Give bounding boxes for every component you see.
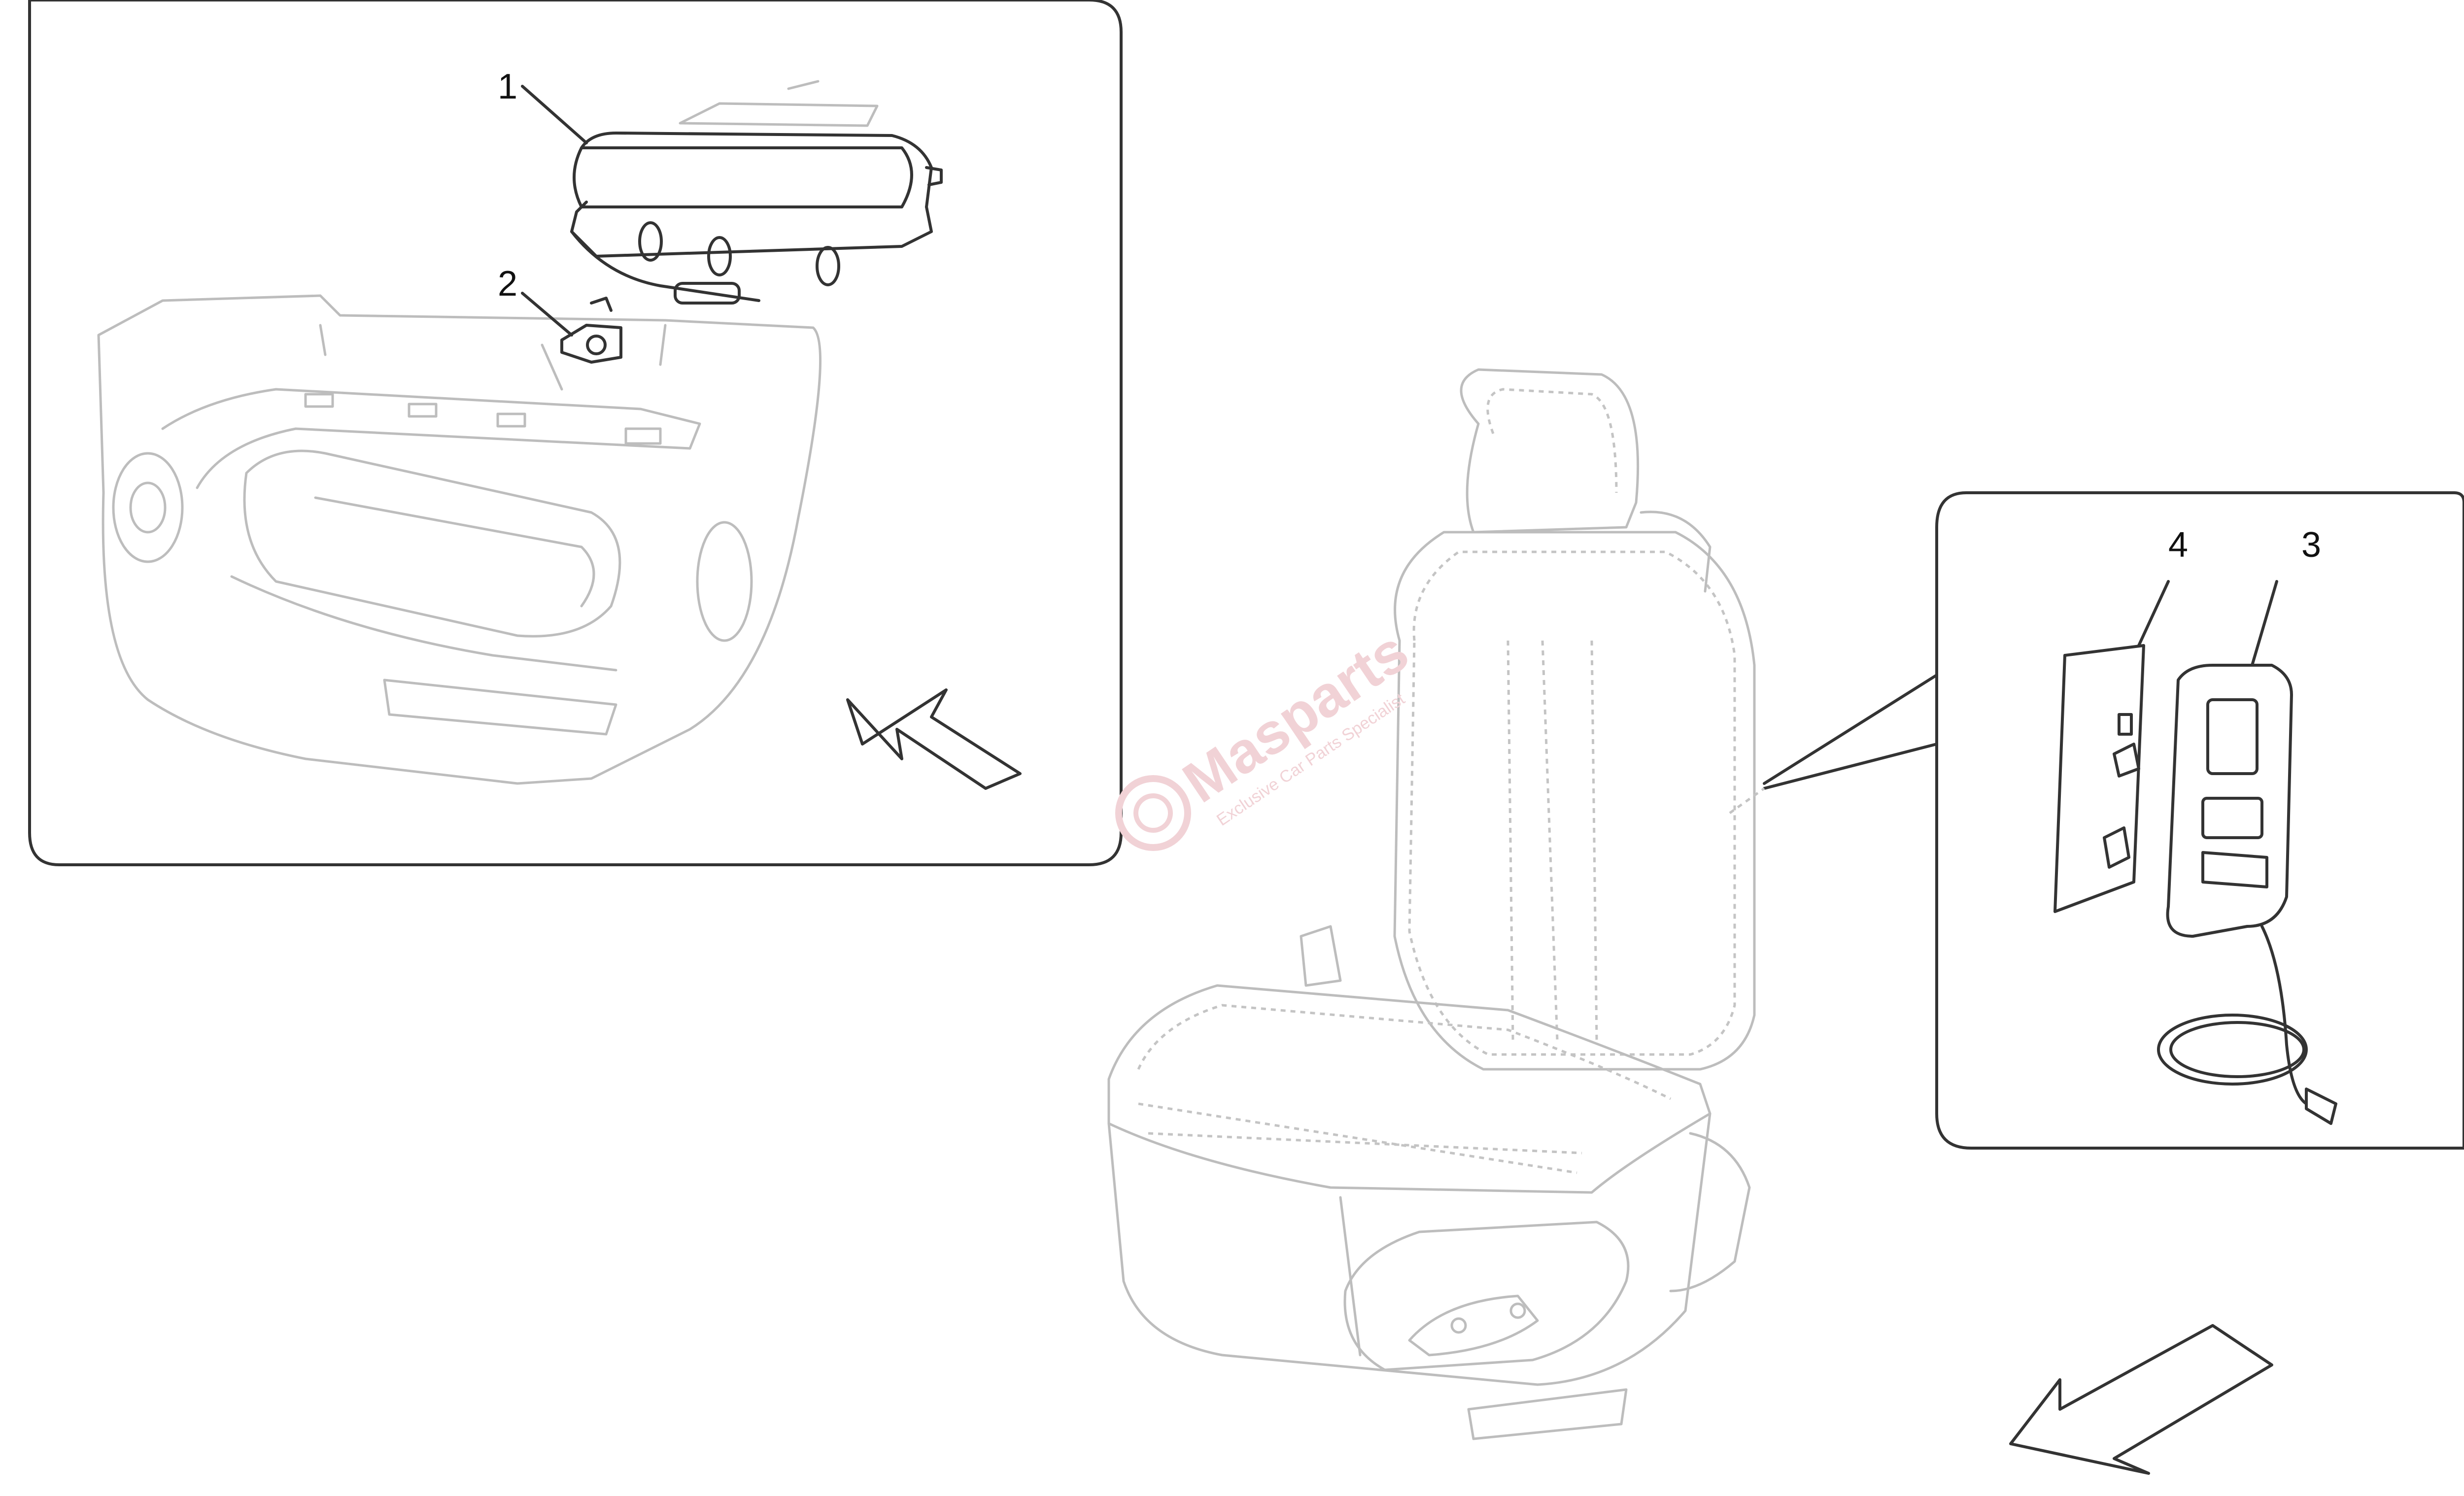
side-airbag-module xyxy=(2157,664,2337,1125)
airbag-module xyxy=(570,80,943,305)
door-panel xyxy=(97,294,822,785)
door-inset xyxy=(28,0,1123,866)
callout-1: 1 xyxy=(498,67,517,106)
view-direction-arrow-2 xyxy=(2009,1324,2273,1475)
callout-2: 2 xyxy=(498,264,517,304)
callout-4: 4 xyxy=(2168,525,2188,565)
airbag-sensor xyxy=(541,297,622,391)
callout-3: 3 xyxy=(2301,525,2321,565)
watermark: Masparts Exclusive Car Parts Specialist xyxy=(1115,618,1420,851)
side-airbag-cover xyxy=(2053,644,2145,913)
seat xyxy=(1107,368,1756,1440)
side-airbag-inset xyxy=(1729,491,2464,1150)
view-direction-arrow-1 xyxy=(846,688,1022,790)
